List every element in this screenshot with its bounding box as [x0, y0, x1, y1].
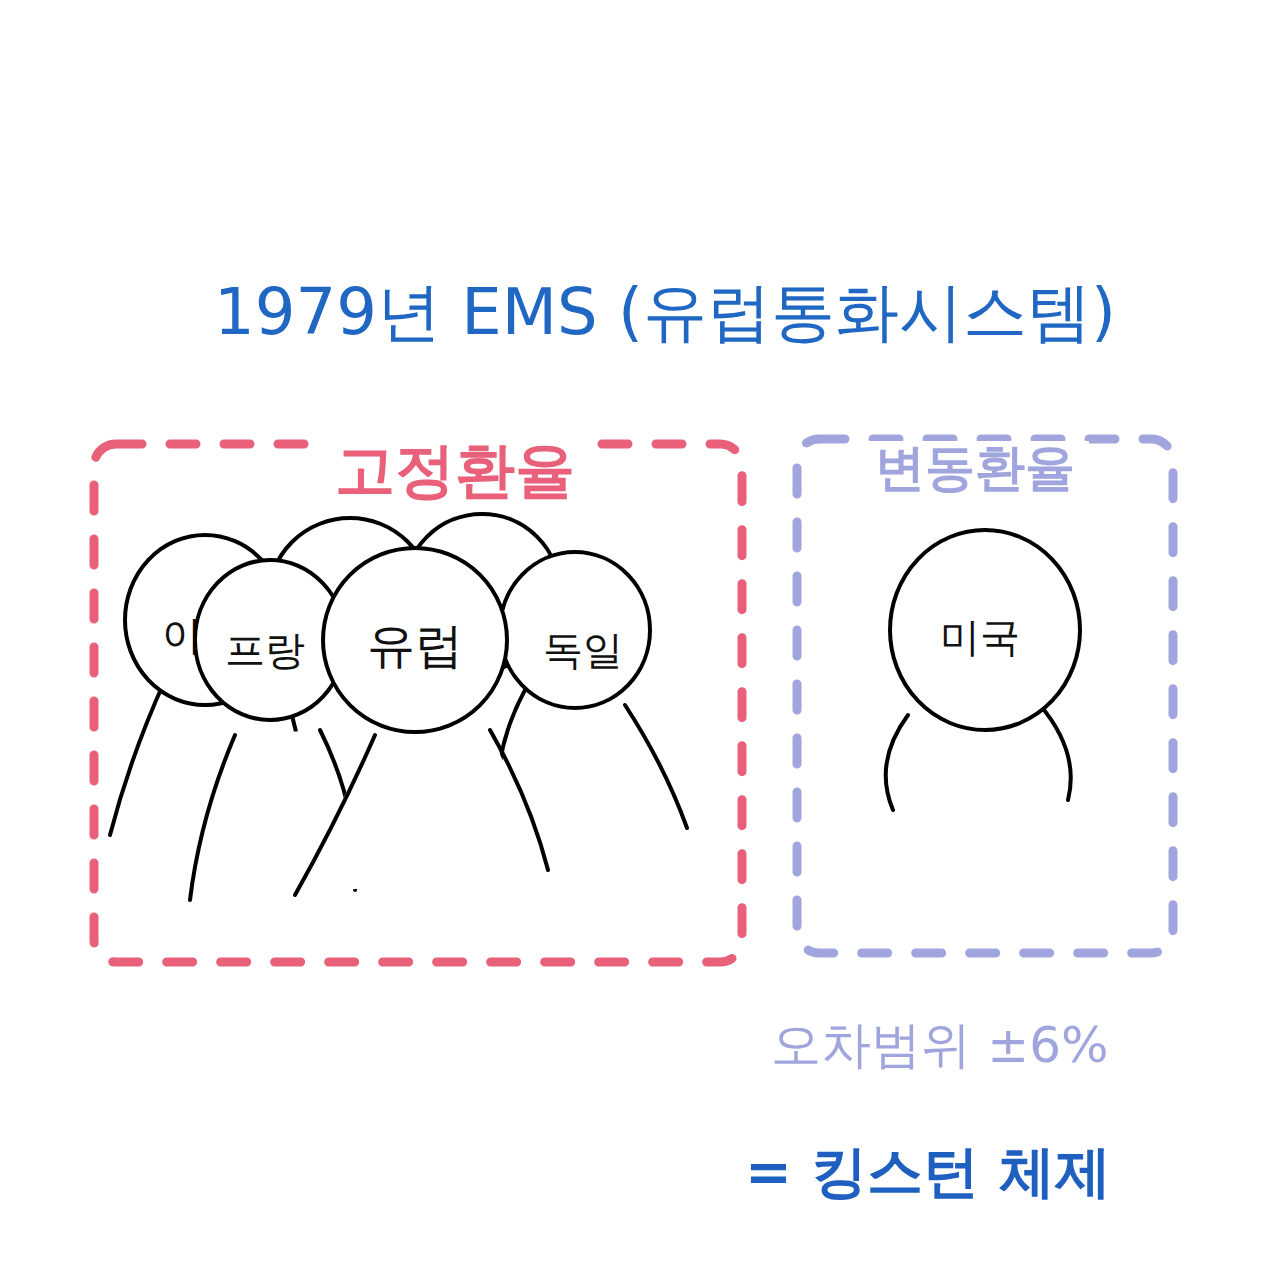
- body-line: [190, 735, 235, 900]
- rate-group-box: 변동환율미국: [795, 437, 1175, 955]
- body-fill: [500, 690, 687, 828]
- body-line: [1040, 705, 1071, 800]
- country-name: 프랑: [225, 628, 305, 672]
- dashed-rect: [797, 439, 1173, 953]
- diagram-title: 1979년 EMS (유럽통화시스템): [214, 277, 1116, 347]
- group-heading: 변동환율: [861, 441, 1089, 496]
- figure-outline: [495, 550, 695, 835]
- person-figure: 독일: [495, 550, 695, 835]
- dashed-rect: [94, 444, 742, 962]
- body-line: [295, 735, 375, 895]
- head-outline: [323, 548, 507, 732]
- country-name: 독일: [543, 628, 623, 672]
- body-line: [625, 705, 687, 828]
- body-line: [886, 715, 908, 810]
- system-note: = 킹스턴 체제: [745, 1141, 1111, 1203]
- body-line: [498, 690, 525, 820]
- head-outline: [890, 530, 1080, 730]
- person-figure: 미국: [880, 525, 1090, 825]
- body-fill: [295, 730, 548, 895]
- country-name: 미국: [940, 615, 1020, 659]
- person-figure: 유럽: [290, 550, 560, 900]
- tolerance-note: 오차범위 ±6%: [771, 1018, 1108, 1073]
- group-heading: 고정환율: [321, 437, 589, 503]
- rate-group-box: 고정환율이프랑유럽독일: [92, 442, 744, 964]
- figure-outline: [290, 550, 560, 900]
- country-name: 유럽: [367, 619, 463, 672]
- figure-outline: [880, 525, 1090, 825]
- body-line: [110, 680, 165, 835]
- head-outline: [500, 552, 650, 708]
